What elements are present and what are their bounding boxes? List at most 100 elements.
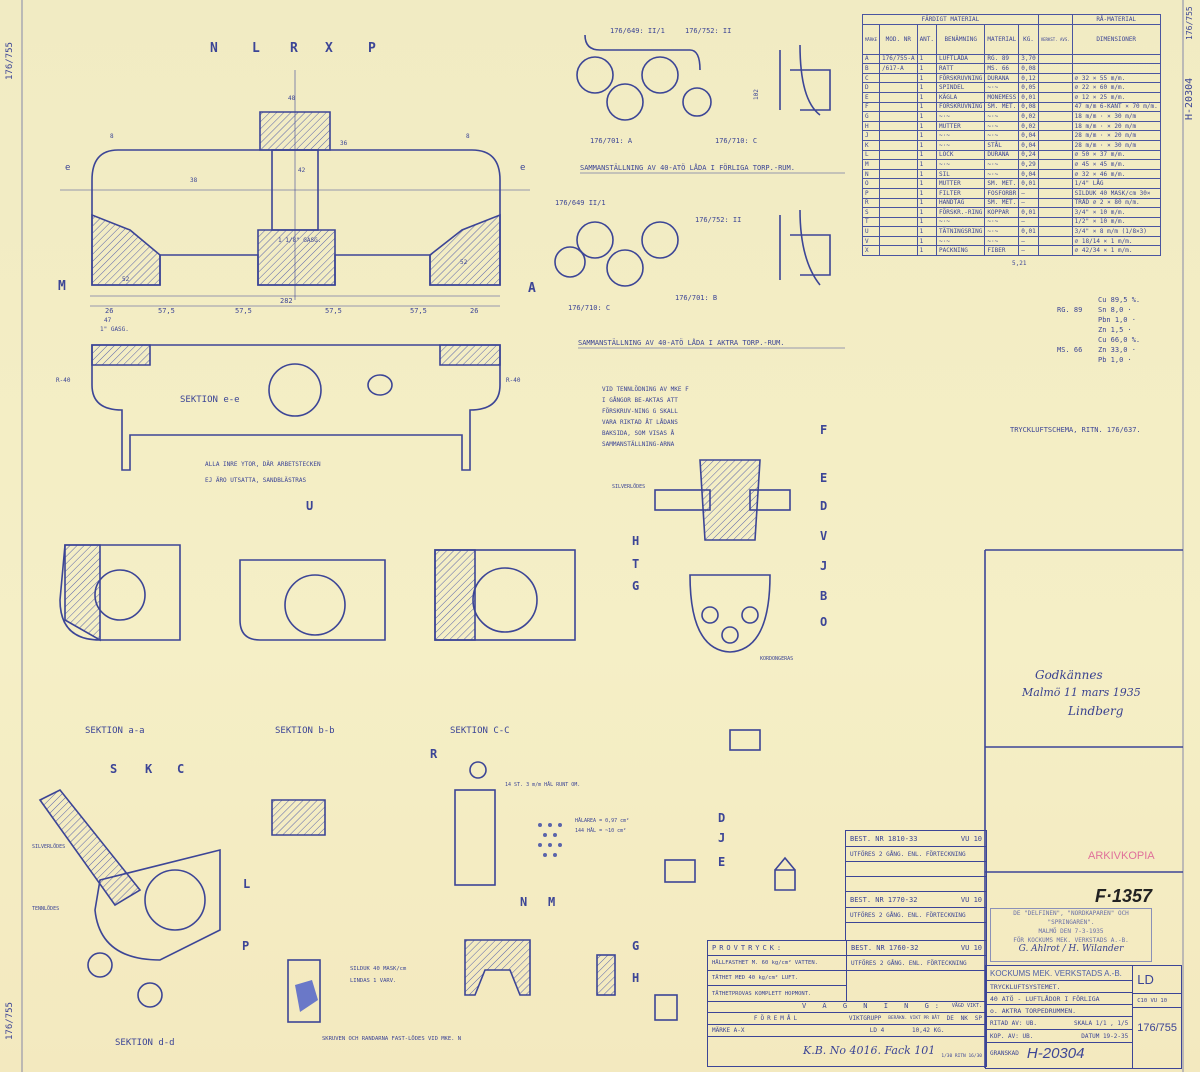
parts-cell: 1/2" × 10 m/m. bbox=[1071, 216, 1161, 228]
col-marke: MÄRKE bbox=[861, 23, 881, 55]
parts-cell: ~·~ bbox=[984, 120, 1020, 132]
stamp-line: "SPRINGAREN". bbox=[1047, 919, 1095, 926]
parts-cell: 0,02 bbox=[1018, 120, 1039, 132]
label-U: U bbox=[306, 499, 313, 513]
order-note: UTFÖRES 2 GÅNG. ENL. FÖRTECKNING bbox=[851, 959, 967, 967]
vagning-title: V Ä G N I N G: bbox=[802, 1002, 946, 1010]
parts-cell: ~·~ bbox=[936, 139, 986, 151]
title-line-2: 40 ATÖ - LUFTLÅDOR I FÖRLIGA bbox=[986, 993, 1133, 1005]
parts-cell: ⌀ 50 × 37 m/m. bbox=[1071, 149, 1161, 161]
parts-cell bbox=[1037, 91, 1073, 103]
alloy-rg89-name: RG. 89 bbox=[1057, 306, 1082, 314]
drawing-number: H-20304 bbox=[1026, 1044, 1085, 1062]
section-e-e-title: SEKTION e-e bbox=[180, 395, 240, 405]
kordong-note: KORDONGERAS bbox=[760, 656, 793, 662]
label-E: E bbox=[820, 471, 827, 485]
dim-8-right: 8 bbox=[466, 133, 470, 140]
tinning-note: VID TENNLÖDNING AV MKE F I GÅNGOR BE-AKT… bbox=[602, 386, 689, 448]
parts-cell: J bbox=[861, 130, 881, 141]
parts-cell: KOPPAR bbox=[984, 207, 1020, 218]
parts-cell: SPINDEL bbox=[936, 82, 986, 93]
foremal-header: FÖREMÅL bbox=[753, 1015, 801, 1022]
label-T: T bbox=[632, 557, 639, 571]
parts-cell bbox=[1037, 226, 1073, 237]
parts-cell bbox=[879, 149, 918, 161]
parts-cell bbox=[879, 245, 918, 257]
f-number: F·1357 bbox=[1095, 886, 1153, 906]
archive-stamp: ARKIVKOPIA bbox=[1088, 850, 1155, 862]
parts-cell bbox=[1037, 72, 1073, 84]
parts-cell: DURANA bbox=[984, 149, 1020, 161]
approval-date: Malmö 11 mars 1935 bbox=[1022, 686, 1141, 699]
col-dimensioner: DIMENSIONER bbox=[1071, 23, 1161, 55]
parts-cell: 3,70 bbox=[1018, 53, 1039, 65]
parts-cell: 1 bbox=[916, 159, 938, 170]
alloy-line: Pbn 1,0 · bbox=[1098, 316, 1136, 324]
dim-42: 42 bbox=[298, 167, 306, 174]
parts-cell bbox=[1037, 149, 1073, 161]
beraknad-header: BERÄKN. VIKT PR BÅT bbox=[888, 1016, 940, 1021]
parts-cell: 1 bbox=[916, 207, 938, 218]
parts-cell: 1 bbox=[916, 139, 938, 151]
parts-cell bbox=[1037, 159, 1073, 170]
dim-52-left: 52 bbox=[122, 276, 130, 283]
ref-176-710-C: 176/710: C bbox=[715, 137, 757, 145]
parts-cell bbox=[879, 159, 918, 170]
col-material: MATERIAL bbox=[984, 23, 1020, 55]
ref-176-710-C-aft: 176/710: C bbox=[568, 304, 610, 312]
parts-cell bbox=[879, 216, 918, 228]
parts-cell: 0,08 bbox=[1018, 63, 1039, 74]
parts-cell bbox=[879, 130, 918, 141]
parts-cell bbox=[1071, 63, 1161, 74]
vagning-small-ref: 1/30 RITN 16/30 bbox=[941, 1054, 982, 1059]
parts-cell: H bbox=[861, 120, 881, 132]
parts-cell: — bbox=[1018, 235, 1039, 247]
date: DATUM 19-2-35 bbox=[1081, 1032, 1129, 1040]
alloy-line: Zn 1,5 · bbox=[1098, 326, 1132, 334]
parts-cell: — bbox=[1018, 187, 1039, 199]
order-code: VU 10 bbox=[960, 895, 982, 904]
sandblast-note: ALLA INRE YTOR, DÄR ARBETSTECKEN bbox=[205, 461, 321, 468]
section-c-c-title: SEKTION C-C bbox=[450, 726, 510, 736]
parts-cell: HANDTAG bbox=[936, 197, 986, 209]
title-line-3: o. AKTRA TORPEDRUMMEN. bbox=[986, 1005, 1133, 1017]
parts-cell: S bbox=[861, 207, 881, 218]
label-H-part: H bbox=[632, 971, 639, 985]
parts-cell: ~·~ bbox=[936, 159, 986, 170]
parts-cell: P bbox=[861, 187, 881, 199]
parts-cell bbox=[879, 197, 918, 209]
valve-detail-view: VID TENNLÖDNING AV MKE F I GÅNGOR BE-AKT… bbox=[602, 386, 827, 662]
parts-cell: M bbox=[861, 159, 881, 170]
parts-cell: TRÅD ⌀ 2 × 80 m/m. bbox=[1071, 197, 1161, 209]
assembly-aft-title: SAMMANSTÄLLNING AV 40-ATÖ LÅDA I AKTRA T… bbox=[578, 338, 785, 347]
parts-cell bbox=[1037, 207, 1073, 218]
checked-by: GRANSKAD bbox=[990, 1049, 1019, 1057]
label-X: X bbox=[325, 41, 333, 56]
parts-cell: 0,29 bbox=[1018, 159, 1039, 170]
col-benamning: BENÄMNING bbox=[936, 23, 986, 55]
dim-57-5: 57,5 bbox=[158, 307, 175, 315]
label-J: J bbox=[820, 559, 827, 573]
label-H: H bbox=[632, 534, 639, 548]
silduk-note: SILDUK 40 MASK/cm bbox=[350, 966, 407, 972]
section-d-d-view: S K C SILVERLÖDES TENNLÖDES SEKTION d-d bbox=[32, 762, 221, 1048]
section-d-d-title: SEKTION d-d bbox=[115, 1038, 175, 1048]
label-L: L bbox=[252, 41, 260, 56]
parts-cell: 1 bbox=[916, 226, 938, 237]
silverlod-note: SILVERLÖDES bbox=[612, 483, 645, 490]
order-number: BEST. NR 1810-33 bbox=[850, 834, 918, 843]
parts-cell bbox=[879, 111, 918, 122]
de-header: DE bbox=[946, 1015, 954, 1022]
strainer-hole-pattern bbox=[538, 823, 562, 857]
order-note: UTFÖRES 2 GÅNG. ENL. FÖRTECKNING bbox=[850, 911, 966, 919]
sheet-ref-side: 176/755 bbox=[1185, 6, 1194, 40]
parts-cell bbox=[1037, 63, 1073, 74]
label-J-part: J bbox=[718, 831, 725, 845]
parts-cell: 28 m/m · × 30 m/m bbox=[1071, 139, 1161, 151]
